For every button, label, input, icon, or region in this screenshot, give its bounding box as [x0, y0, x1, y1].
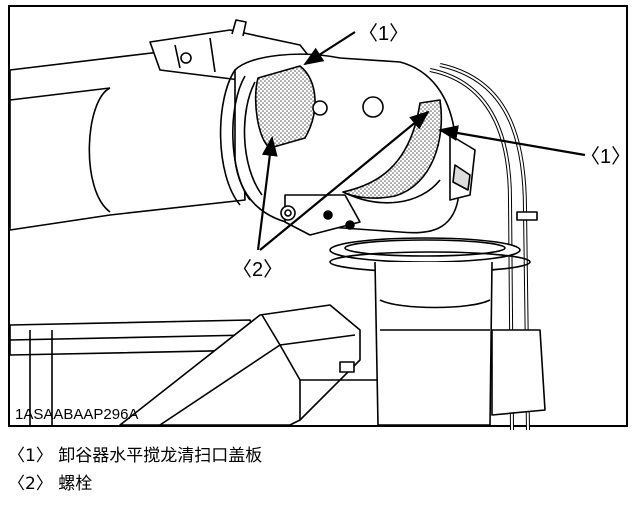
- legend-item-2: 〈2〉 螺栓: [8, 474, 92, 494]
- callout-label-2: 〈2〉: [232, 259, 283, 281]
- arrow-2-right: [259, 110, 430, 251]
- figure-id-code: 1ASAABAAP296A: [15, 406, 138, 423]
- callout-arrows: [256, 31, 586, 251]
- arrow-1-top: [303, 31, 356, 66]
- legend-number-1: 〈1〉: [8, 446, 53, 466]
- machine-drawing: [9, 19, 546, 431]
- legend-text-1: 卸谷器水平搅龙清扫口盖板: [58, 446, 263, 466]
- cover-plate-left: [254, 65, 316, 149]
- callout-label-1-top: 〈1〉: [358, 23, 409, 45]
- callout-label-1-right: 〈1〉: [580, 146, 631, 168]
- legend-text-2: 螺栓: [58, 474, 93, 494]
- arrow-1-right: [438, 125, 586, 157]
- legend-item-1: 〈1〉 卸谷器水平搅龙清扫口盖板: [8, 446, 262, 466]
- arrow-2-left: [256, 136, 278, 251]
- legend-number-2: 〈2〉: [8, 474, 53, 494]
